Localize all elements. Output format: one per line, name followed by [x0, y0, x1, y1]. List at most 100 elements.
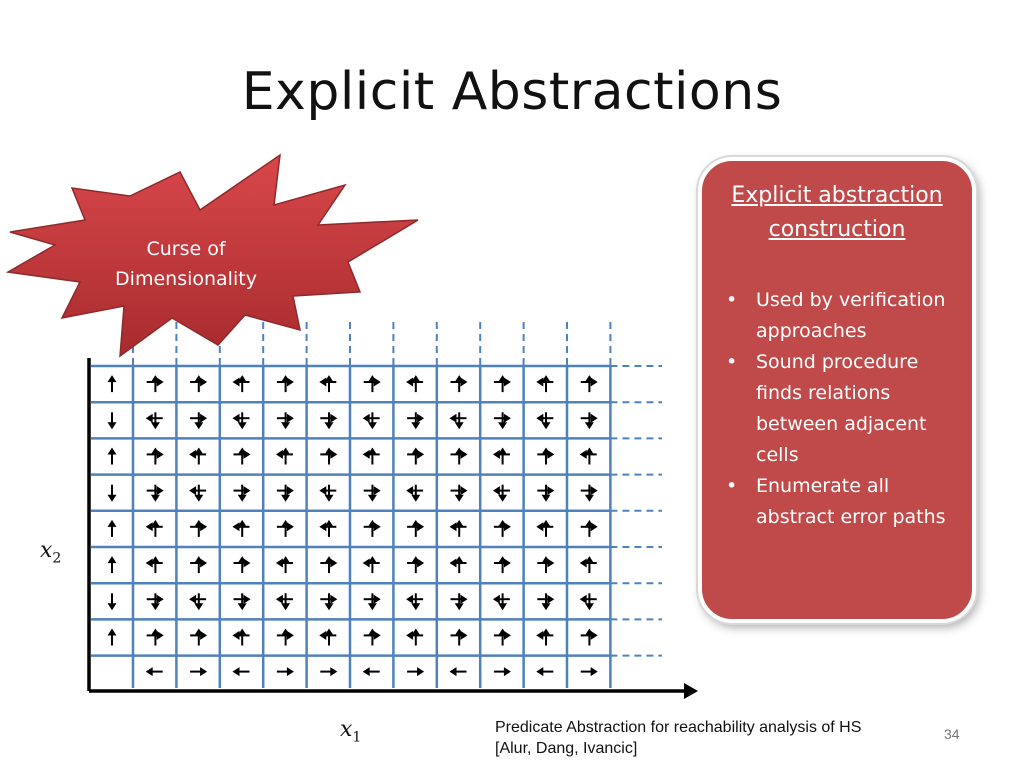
info-box-title: Explicit abstraction construction	[731, 183, 943, 242]
bullet-item: •Used by verification approaches	[726, 285, 952, 347]
flow-arrow-vertical	[454, 556, 464, 574]
flow-arrow-vertical	[194, 447, 204, 465]
flow-arrow-vertical	[584, 628, 594, 646]
flow-arrow-vertical	[194, 375, 204, 393]
flow-arrow-vertical	[324, 628, 334, 646]
flow-arrow-vertical	[498, 519, 508, 537]
flow-arrow-vertical	[367, 484, 377, 502]
flow-arrow-horizontal	[145, 413, 163, 423]
flow-arrow-vertical	[324, 593, 334, 611]
flow-arrow-vertical	[411, 412, 421, 430]
flow-arrow-vertical	[367, 412, 377, 430]
flow-arrow-vertical	[584, 375, 594, 393]
flow-arrows	[107, 375, 598, 677]
flow-arrow-vertical	[498, 593, 508, 611]
flow-arrow-horizontal	[406, 594, 424, 604]
flow-arrow-horizontal	[406, 486, 424, 496]
flow-arrow-vertical	[541, 519, 551, 537]
flow-arrow-vertical	[281, 447, 291, 465]
flow-arrow-vertical	[584, 593, 594, 611]
flow-arrow-vertical	[281, 593, 291, 611]
flow-arrow-vertical	[498, 412, 508, 430]
flow-arrow-vertical	[454, 447, 464, 465]
flow-arrow-vertical	[107, 556, 117, 574]
flow-arrow-horizontal	[232, 413, 250, 423]
flow-arrow-horizontal	[145, 667, 163, 677]
flow-arrow-vertical	[107, 375, 117, 393]
flow-arrow-vertical	[454, 519, 464, 537]
flow-arrow-horizontal	[362, 667, 380, 677]
footer-reference: Predicate Abstraction for reachability a…	[495, 719, 862, 757]
flow-arrow-vertical	[107, 484, 117, 502]
flow-arrow-horizontal	[320, 667, 338, 677]
flow-arrow-vertical	[324, 412, 334, 430]
flow-arrow-vertical	[541, 593, 551, 611]
flow-arrow-horizontal	[362, 413, 380, 423]
curse-of-dimensionality-starburst	[5, 153, 419, 358]
slide-title: Explicit Abstractions	[241, 62, 783, 122]
bullet-item: •Enumerate all abstract error paths	[726, 471, 952, 533]
grid-dashed-extensions	[132, 322, 662, 657]
flow-arrow-vertical	[584, 412, 594, 430]
flow-arrow-vertical	[324, 375, 334, 393]
flow-arrow-horizontal	[407, 667, 425, 677]
flow-arrow-vertical	[150, 593, 160, 611]
flow-arrow-vertical	[107, 628, 117, 646]
flow-arrow-vertical	[367, 447, 377, 465]
flow-arrow-vertical	[281, 556, 291, 574]
flow-arrow-vertical	[237, 447, 247, 465]
flow-arrow-vertical	[324, 519, 334, 537]
bullet-item: •Sound procedure finds relations between…	[726, 347, 952, 471]
flow-arrow-vertical	[150, 447, 160, 465]
flow-arrow-vertical	[107, 447, 117, 465]
flow-arrow-vertical	[194, 628, 204, 646]
flow-arrow-vertical	[194, 412, 204, 430]
flow-arrow-vertical	[498, 375, 508, 393]
flow-arrow-horizontal	[189, 486, 207, 496]
page-number: 34	[944, 726, 960, 742]
flow-arrow-vertical	[281, 484, 291, 502]
flow-arrow-vertical	[411, 593, 421, 611]
flow-arrow-vertical	[411, 556, 421, 574]
flow-arrow-vertical	[324, 447, 334, 465]
flow-arrow-vertical	[541, 484, 551, 502]
info-box-bullet-list: •Used by verification approaches •Sound …	[702, 285, 972, 533]
starburst-label: Curse of Dimensionality	[115, 238, 257, 290]
flow-arrow-vertical	[541, 375, 551, 393]
flow-arrow-horizontal	[319, 486, 337, 496]
flow-arrow-vertical	[237, 628, 247, 646]
flow-arrow-vertical	[281, 375, 291, 393]
flow-arrow-vertical	[150, 484, 160, 502]
flow-arrow-vertical	[541, 412, 551, 430]
flow-arrow-vertical	[194, 556, 204, 574]
flow-arrow-horizontal	[275, 594, 293, 604]
flow-arrow-horizontal	[536, 667, 554, 677]
x-axis-label: x1	[340, 717, 362, 746]
bullet-icon: •	[726, 351, 738, 373]
flow-arrow-vertical	[584, 519, 594, 537]
flow-arrow-vertical	[150, 628, 160, 646]
flow-arrow-horizontal	[536, 413, 554, 423]
flow-arrow-vertical	[367, 375, 377, 393]
flow-arrow-vertical	[454, 484, 464, 502]
flow-arrow-vertical	[584, 556, 594, 574]
flow-arrow-vertical	[498, 484, 508, 502]
flow-arrow-horizontal	[190, 667, 208, 677]
flow-arrow-horizontal	[276, 667, 294, 677]
flow-arrow-vertical	[107, 593, 117, 611]
flow-arrow-vertical	[584, 447, 594, 465]
flow-arrow-vertical	[194, 519, 204, 537]
flow-arrow-horizontal	[492, 594, 510, 604]
flow-arrow-vertical	[281, 519, 291, 537]
flow-arrow-vertical	[237, 519, 247, 537]
flow-arrow-vertical	[194, 484, 204, 502]
flow-arrow-vertical	[411, 484, 421, 502]
flow-arrow-vertical	[237, 375, 247, 393]
flow-arrow-horizontal	[449, 413, 467, 423]
flow-arrow-vertical	[411, 628, 421, 646]
flow-arrow-vertical	[454, 412, 464, 430]
flow-arrow-vertical	[237, 484, 247, 502]
flow-arrow-vertical	[237, 412, 247, 430]
flow-arrow-vertical	[584, 484, 594, 502]
